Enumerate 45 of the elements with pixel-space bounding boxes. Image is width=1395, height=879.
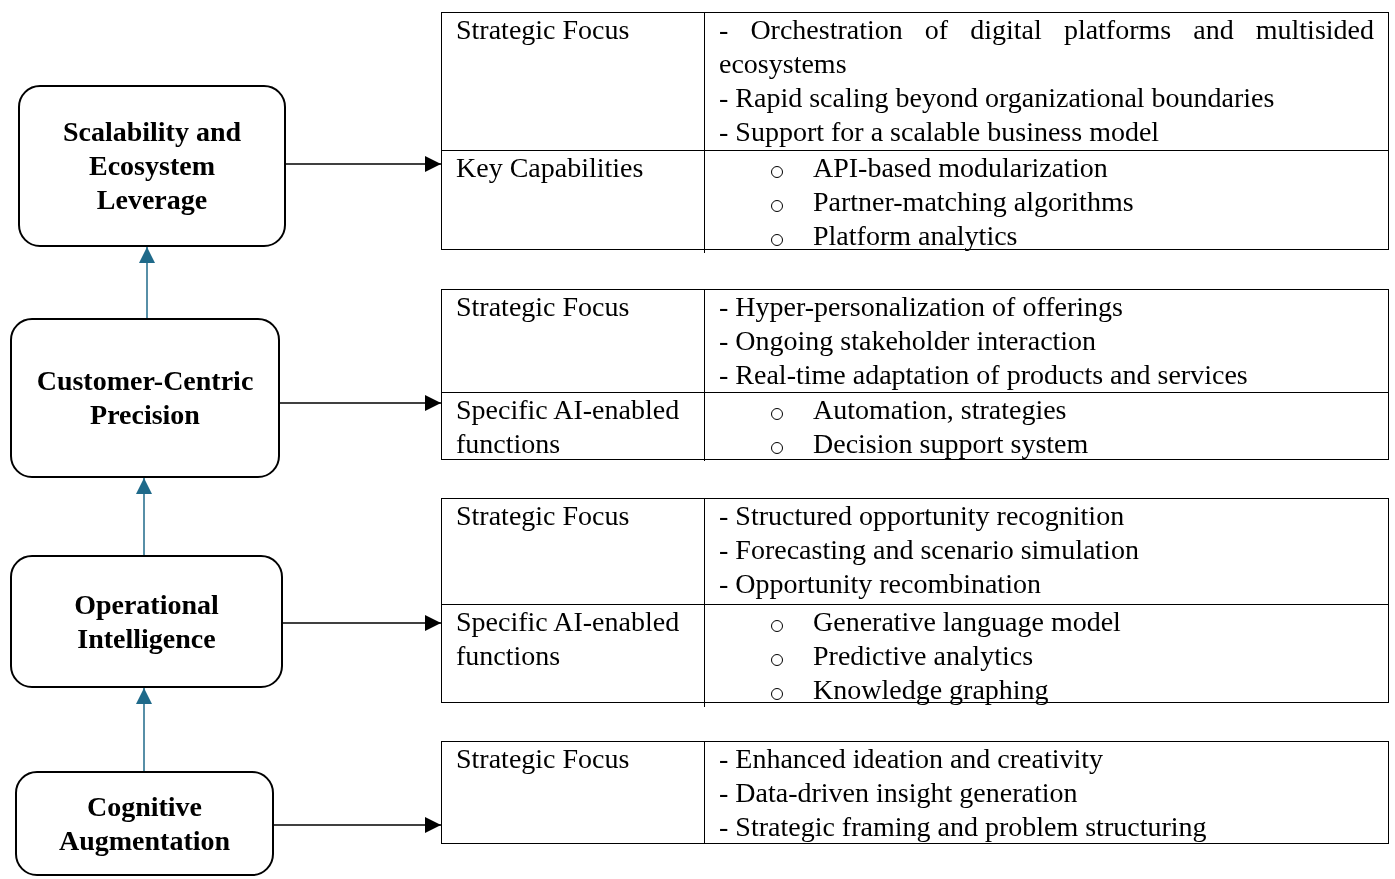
stage-box (15, 771, 274, 876)
arrow (273, 817, 442, 833)
list-item: - Opportunity recombination (718, 567, 1042, 601)
row-heading: Key Capabilities (456, 152, 644, 183)
stage-title: Operational Intelligence (73, 587, 220, 656)
list-item: - Ongoing stakeholder interaction (718, 324, 1098, 358)
list-item: - Orchestration of digital platforms and multisided ecosystems (718, 13, 1375, 81)
info-table (441, 289, 1389, 460)
row-heading: Strategic Focus (456, 291, 630, 322)
list-item: Knowledge graphing (813, 673, 1049, 707)
arrow (136, 687, 152, 772)
stage-title: Cognitive Augmentation (57, 789, 232, 858)
info-table (441, 741, 1389, 844)
list-item: - Strategic framing and problem structuring (718, 810, 1208, 844)
list-item: API-based modularization (813, 151, 1108, 185)
arrow (136, 477, 152, 556)
list-item: - Forecasting and scenario simulation (718, 533, 1140, 567)
list-item: - Support for a scalable business model (718, 115, 1161, 149)
list-item: Partner-matching algorithms (813, 185, 1134, 219)
info-table (441, 12, 1389, 250)
arrow (139, 246, 155, 319)
row-heading: Strategic Focus (456, 743, 630, 774)
row-heading: Specific AI-enabled functions (456, 606, 680, 671)
stage-title: Scalability and Ecosystem Leverage (61, 115, 243, 217)
stage-box (18, 85, 286, 247)
arrow (282, 615, 442, 631)
list-item: - Data-driven insight generation (718, 776, 1079, 810)
list-item: - Real-time adaptation of products and services (718, 358, 1249, 392)
list-item: Decision support system (813, 427, 1089, 461)
arrow (279, 395, 442, 411)
list-item: - Hyper-personalization of offerings (718, 290, 1124, 324)
list-item: - Rapid scaling beyond organizational boundaries (718, 81, 1276, 115)
stage-box (10, 555, 283, 688)
list-item: Automation, strategies (813, 393, 1067, 427)
stage-title: Customer-Centric Precision (35, 364, 255, 432)
row-heading: Strategic Focus (456, 500, 630, 531)
stage-box (10, 318, 280, 478)
row-heading: Specific AI-enabled functions (456, 394, 680, 459)
list-item: - Structured opportunity recognition (718, 499, 1126, 533)
list-item: - Enhanced ideation and creativity (718, 742, 1105, 776)
arrow (285, 156, 442, 172)
list-item: Predictive analytics (813, 639, 1034, 673)
list-item: Platform analytics (813, 219, 1018, 253)
row-heading: Strategic Focus (456, 14, 630, 45)
list-item: Generative language model (813, 605, 1121, 639)
